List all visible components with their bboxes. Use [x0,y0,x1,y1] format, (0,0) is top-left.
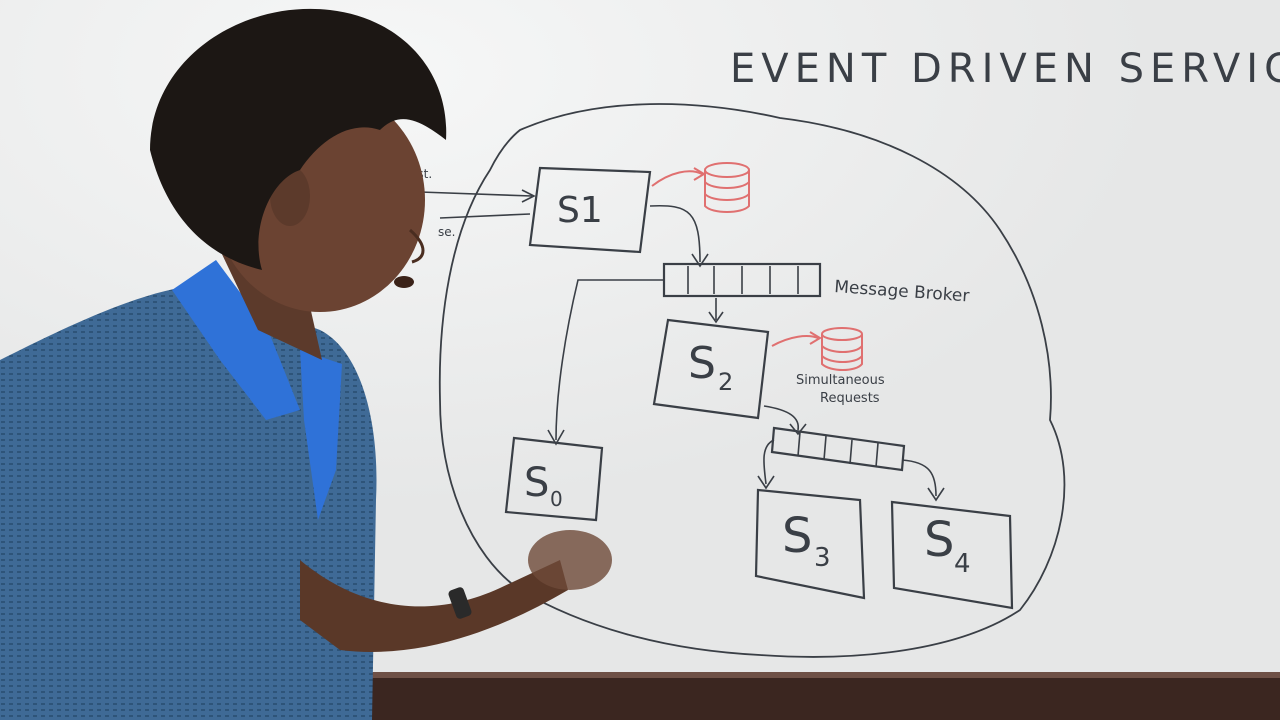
database-s2-icon [771,327,863,371]
response-label: se. [438,225,455,239]
requests-label: Requests [820,391,880,406]
watch-icon [448,587,472,619]
service-s1-label: S1 [557,190,603,231]
message-broker-queue: Message Broker [662,262,970,306]
presenter-hand [528,530,612,590]
service-s2-label: S [688,338,716,389]
second-queue [770,426,906,472]
service-s1: S1 [528,166,652,254]
service-s3: S 3 [754,488,866,600]
service-s2-subscript: 2 [718,368,733,396]
service-s4-label: S [924,512,954,568]
simultaneous-label: Simultaneous [796,373,885,388]
board-title: EVENT DRIVEN SERVICES [730,46,1280,92]
whiteboard-ledge [340,676,1280,720]
service-s0-subscript: 0 [550,487,563,511]
presenter [0,8,612,720]
service-s0-label: S [524,460,549,506]
service-boundary-cloud [438,103,1066,658]
service-s3-subscript: 3 [814,543,831,573]
service-s0: S 0 [504,436,604,522]
database-s1-icon [651,162,750,213]
service-s2: S 2 [652,318,770,420]
service-s4: S 4 [890,500,1014,610]
presenter-hair [150,8,447,270]
presenter-collar [172,260,300,420]
presenter-arm [300,560,568,652]
service-s3-label: S [782,508,812,564]
service-s4-subscript: 4 [954,549,971,579]
